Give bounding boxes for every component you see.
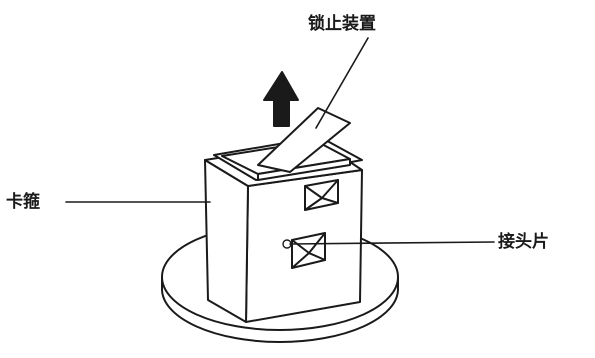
leader-line-contact — [289, 241, 495, 245]
lock-device-front — [257, 158, 351, 181]
leader-line-lock — [315, 37, 369, 129]
lock-device-top — [257, 107, 351, 173]
housing-left-face — [204, 159, 249, 323]
label-contact-piece: 接头片 — [498, 232, 549, 252]
up-arrow-icon — [263, 71, 299, 127]
label-lock-device: 锁止装置 — [308, 14, 376, 34]
label-clip: 卡箍 — [6, 192, 40, 212]
